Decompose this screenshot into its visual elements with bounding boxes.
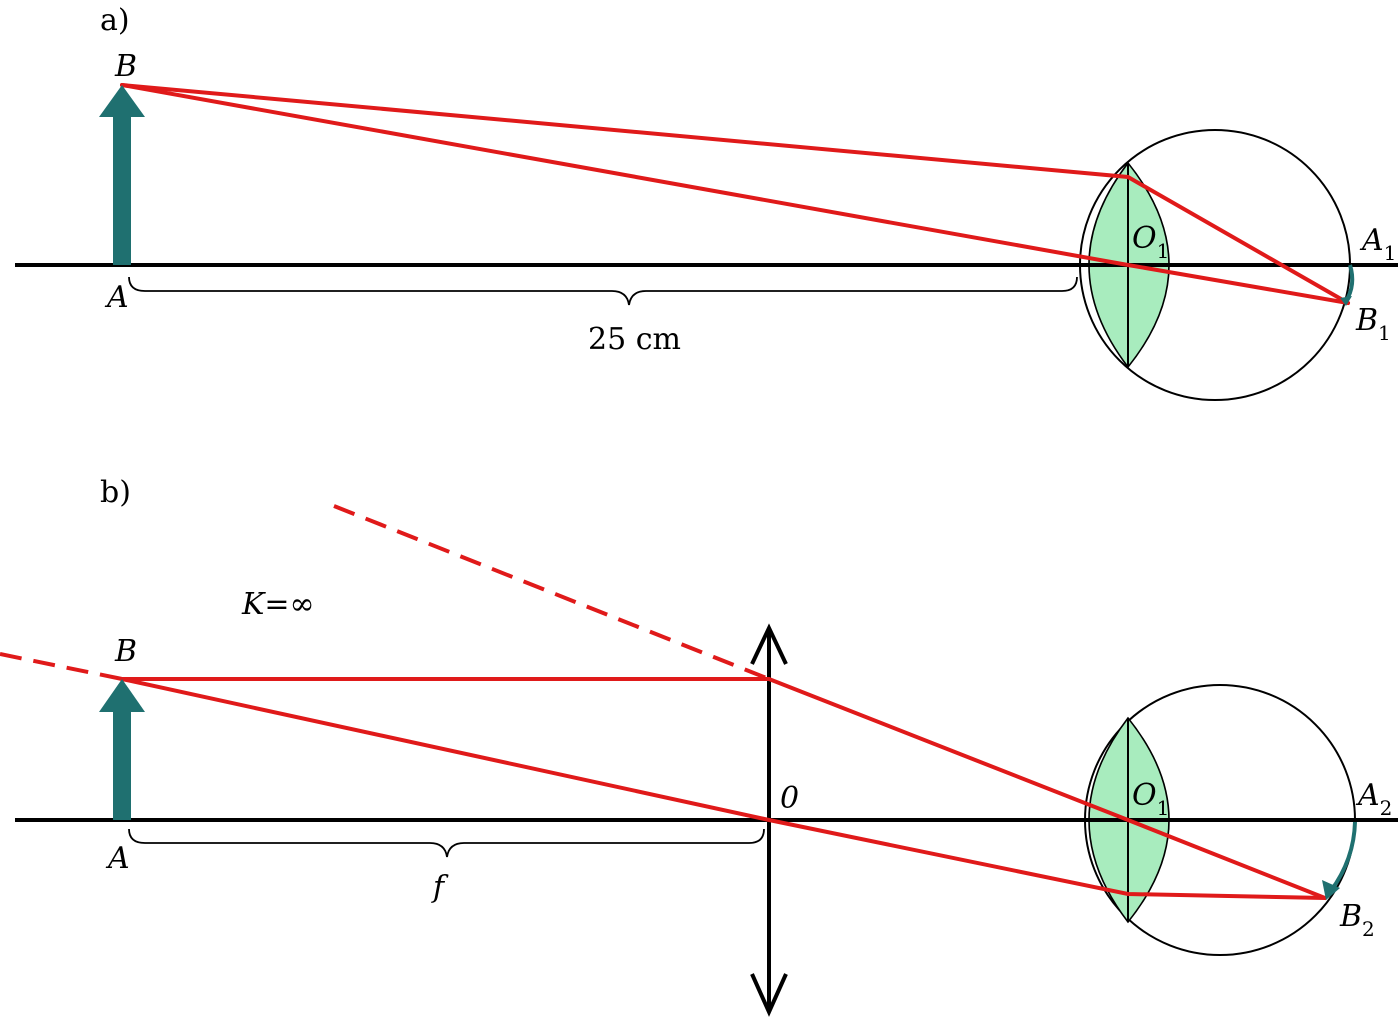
label-A-a: A: [104, 280, 129, 315]
label-B-a: B: [114, 49, 137, 84]
focal-length-label: f: [431, 870, 449, 905]
retinal-image-b-head: [1322, 880, 1340, 900]
ray-a-1: [120, 83, 1350, 305]
ray-b-1: [120, 677, 1327, 900]
distance-label-a: 25 cm: [588, 322, 681, 357]
label-B2-b: B2: [1339, 899, 1375, 941]
virtual-ray-b-2: [333, 504, 770, 681]
label-A-b: A: [105, 841, 130, 876]
label-O1-b: O1: [1132, 778, 1169, 820]
distance-brace-a: [128, 276, 1078, 306]
panel-b: b) f K=∞ B A: [0, 475, 1398, 1017]
label-A1-a: A1: [1359, 223, 1396, 265]
label-O-b: 0: [780, 781, 799, 816]
label-O1-a: O1: [1132, 221, 1169, 263]
panel-a-label: a): [100, 3, 130, 38]
panel-b-label: b): [100, 475, 131, 510]
focal-brace-b: [128, 828, 765, 858]
label-B-b: B: [114, 634, 137, 669]
label-A2-b: A2: [1355, 778, 1392, 820]
virtual-ray-b-1: [0, 652, 123, 681]
retinal-image-a-head: [1340, 296, 1352, 306]
ray-b-2: [120, 677, 1327, 900]
infinity-label: K=∞: [241, 587, 315, 622]
panel-a: a) 25 cm B A O1 A1 B1: [15, 3, 1398, 401]
object-arrow-a: [99, 85, 145, 265]
ray-a-2: [120, 83, 1350, 305]
label-B1-a: B1: [1355, 303, 1391, 345]
object-arrow-b: [99, 679, 145, 820]
